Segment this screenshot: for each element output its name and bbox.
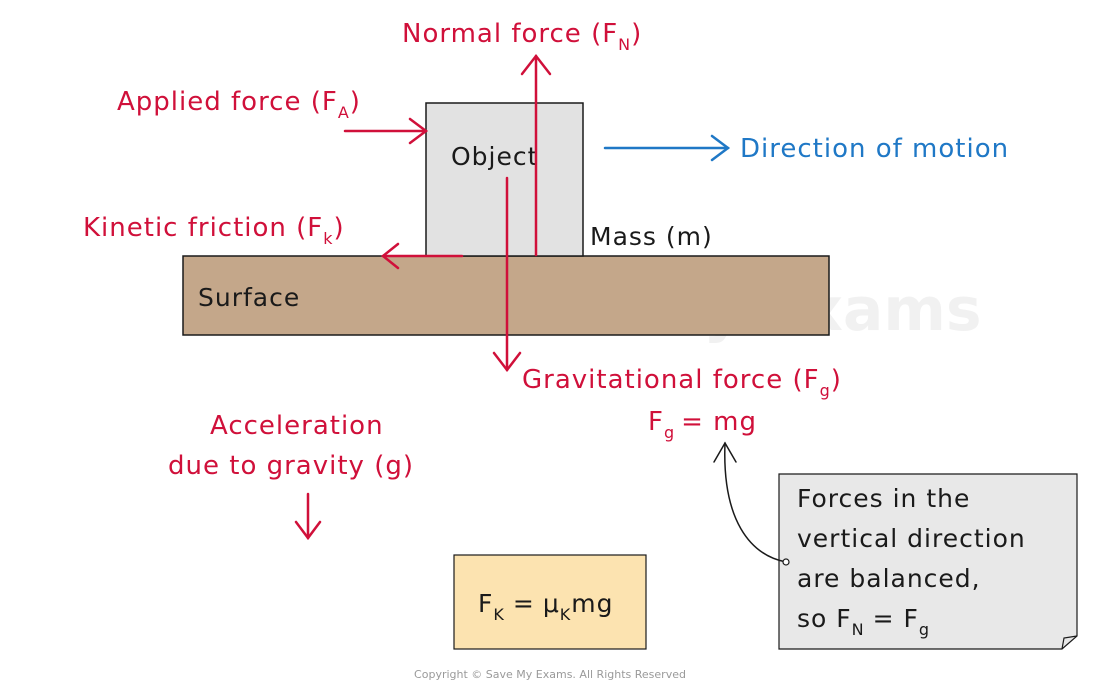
normal-force-arrow — [520, 53, 552, 257]
applied-force-arrow — [343, 117, 429, 145]
applied-force-label: Applied force (FA) — [117, 87, 361, 122]
friction-formula: FK=μKmg — [478, 589, 613, 624]
friction-formula-box — [453, 554, 647, 650]
kinetic-friction-arrow — [380, 242, 464, 270]
gravitational-force-label: Gravitational force (Fg) — [522, 365, 842, 400]
kinetic-friction-label: Kinetic friction (Fk) — [83, 213, 345, 248]
normal-force-label: Normal force (FN) — [402, 19, 642, 54]
note-box — [778, 473, 1078, 650]
note-line1: Forces in the — [797, 484, 970, 513]
direction-of-motion-label: Direction of motion — [740, 134, 1009, 164]
surface-label: Surface — [198, 283, 300, 312]
copyright-text: Copyright © Save My Exams. All Rights Re… — [414, 668, 686, 681]
note-line2: vertical direction — [797, 524, 1026, 553]
motion-arrow — [603, 134, 731, 162]
acceleration-label-line1: Acceleration — [210, 411, 384, 441]
note-pointer-arrow — [713, 441, 787, 563]
note-line4: so FN= Fg — [797, 604, 930, 639]
note-line3: are balanced, — [797, 564, 981, 593]
acceleration-label-line2: due to gravity (g) — [168, 451, 414, 481]
gravitational-force-arrow — [492, 176, 522, 373]
object-label: Object — [451, 142, 538, 171]
gravity-arrow — [294, 492, 322, 541]
object-block — [425, 102, 584, 257]
mass-label: Mass (m) — [590, 222, 713, 251]
note-box-fold — [1061, 635, 1078, 650]
gravitational-formula: Fg= mg — [648, 407, 757, 442]
note-pointer-dot — [782, 558, 790, 566]
